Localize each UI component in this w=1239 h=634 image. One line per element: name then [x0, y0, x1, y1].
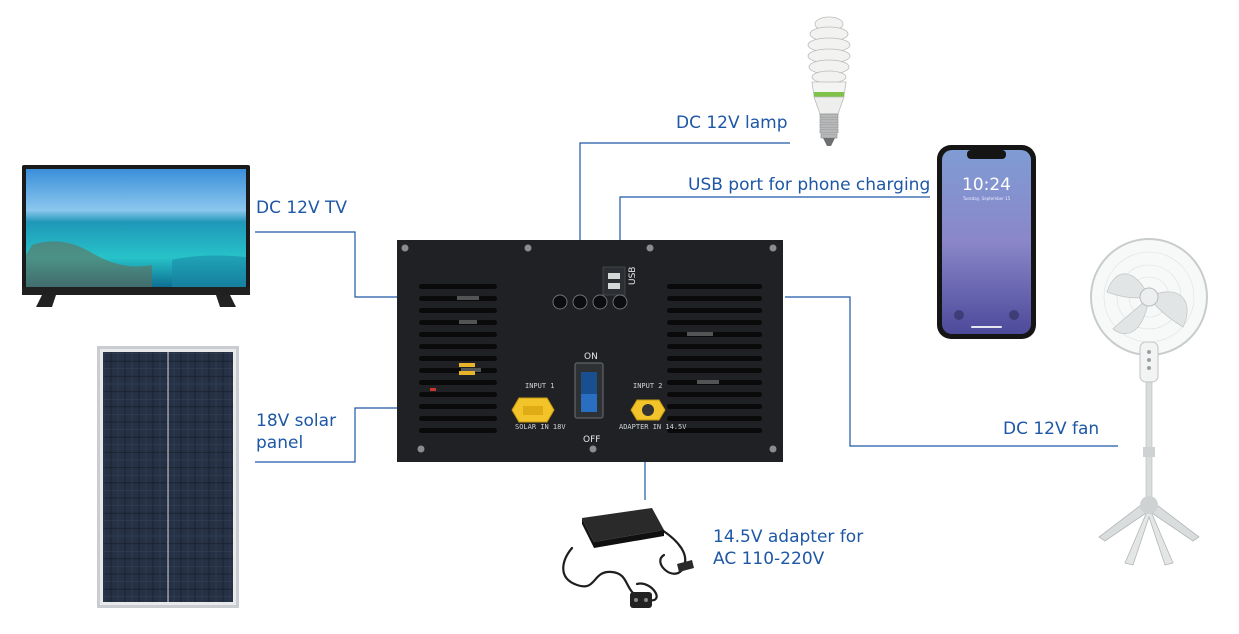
adapter-icon: [562, 508, 694, 608]
label-lamp: DC 12V lamp: [676, 113, 788, 133]
label-adapter-line2: AC 110-220V: [713, 549, 825, 569]
label-solar-line2: panel: [256, 433, 304, 453]
power-box-icon: USB ON OFF INPUT 1 SOLAR IN 18V INPUT 2 …: [397, 240, 783, 462]
solar-panel-icon: [97, 346, 239, 608]
usb-label: USB: [628, 267, 638, 285]
input2-sub-label: ADAPTER IN 14.5V: [619, 423, 687, 431]
label-adapter-line1: 14.5V adapter for: [713, 527, 864, 547]
label-fan: DC 12V fan: [1003, 419, 1100, 439]
label-usb: USB port for phone charging: [688, 175, 931, 195]
fan-connector-line: [785, 296, 1118, 447]
tv-icon: [22, 165, 250, 307]
phone-icon: 10:24 Tuesday, September 15: [937, 145, 1036, 339]
lamp-connector-line: [579, 142, 790, 285]
label-adapter: 14.5V adapter for AC 110-220V: [713, 526, 873, 570]
switch-off-label: OFF: [583, 435, 600, 445]
label-tv: DC 12V TV: [256, 198, 348, 218]
input1-label: INPUT 1: [525, 382, 555, 390]
label-solar-line1: 18V solar: [256, 411, 337, 431]
fan-icon: [1090, 238, 1208, 566]
lamp-icon: [807, 16, 851, 146]
switch-on-label: ON: [584, 352, 598, 362]
phone-date: Tuesday, September 15: [962, 196, 1011, 201]
input1-sub-label: SOLAR IN 18V: [515, 423, 566, 431]
label-solar: 18V solar panel: [256, 410, 366, 454]
input2-label: INPUT 2: [633, 382, 663, 390]
phone-time: 10:24: [962, 175, 1011, 195]
